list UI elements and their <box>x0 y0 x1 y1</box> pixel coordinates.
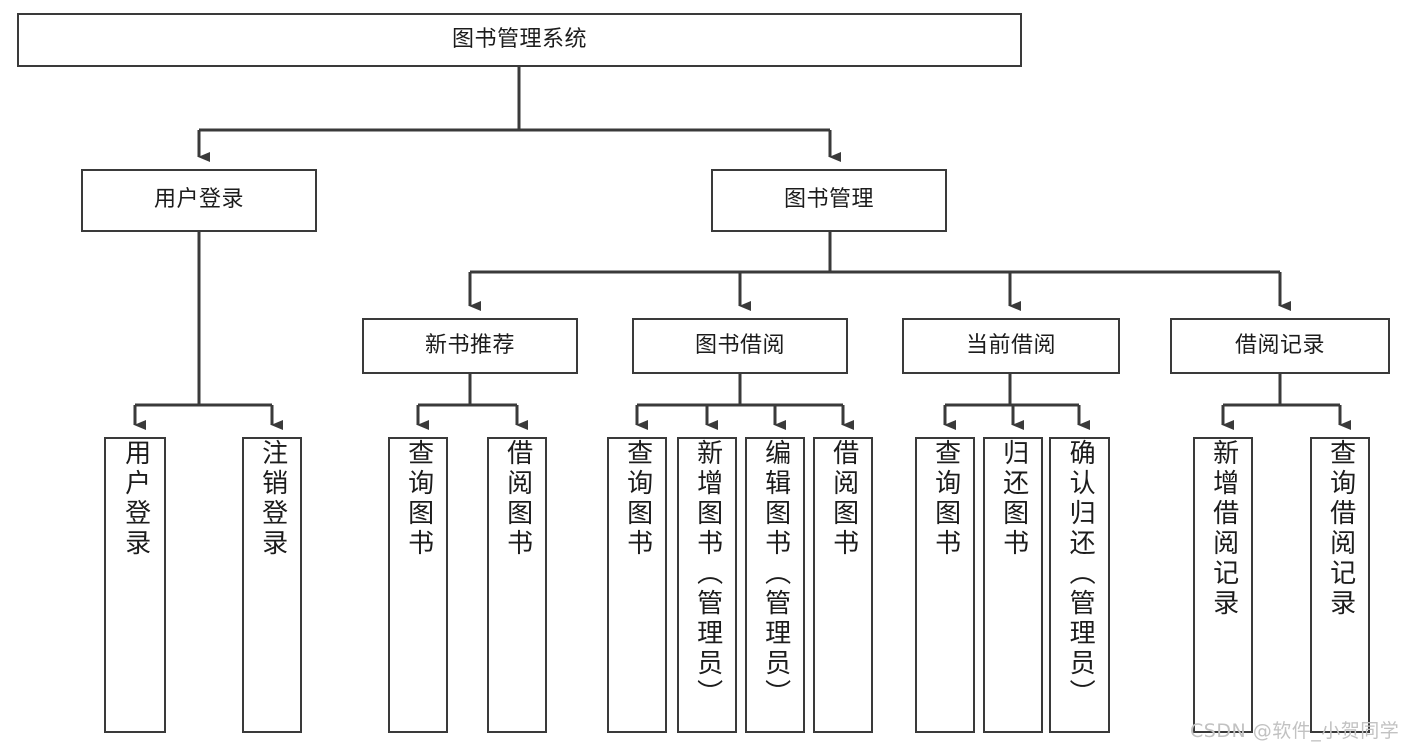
node-new-book-recommend[interactable]: 新书推荐 <box>362 318 578 374</box>
node-borrow-records[interactable]: 借阅记录 <box>1170 318 1390 374</box>
node-borrow-records-label: 借阅记录 <box>1234 332 1325 358</box>
leaf-logout-label: 注销登录 <box>257 439 288 559</box>
leaf-edit-book-admin-label: 编辑图书（管理员） <box>760 439 791 709</box>
leaf-add-book-admin-label: 新增图书（管理员） <box>692 439 723 709</box>
leaf-query-book-newbook-label: 查询图书 <box>403 439 434 559</box>
node-book-management[interactable]: 图书管理 <box>711 169 947 232</box>
leaf-borrow-book-newbook[interactable]: 借阅图书 <box>487 437 547 733</box>
node-book-management-label: 图书管理 <box>783 187 874 213</box>
leaf-confirm-return-admin-label: 确认归还（管理员） <box>1065 439 1096 709</box>
leaf-borrow-book-newbook-label: 借阅图书 <box>502 439 533 559</box>
leaf-query-borrow-record-label: 查询借阅记录 <box>1325 439 1356 619</box>
leaf-query-book-borrow[interactable]: 查询图书 <box>607 437 667 733</box>
node-root-label: 图书管理系统 <box>451 26 587 52</box>
leaf-user-login[interactable]: 用户登录 <box>104 437 166 733</box>
leaf-query-book-current[interactable]: 查询图书 <box>915 437 975 733</box>
watermark: CSDN @软件_小贺同学 <box>1190 720 1400 742</box>
node-user-login[interactable]: 用户登录 <box>81 169 317 232</box>
leaf-confirm-return-admin[interactable]: 确认归还（管理员） <box>1049 437 1110 733</box>
node-book-borrow[interactable]: 图书借阅 <box>632 318 848 374</box>
leaf-return-book[interactable]: 归还图书 <box>983 437 1043 733</box>
leaf-lend-book-label: 借阅图书 <box>828 439 859 559</box>
leaf-query-borrow-record[interactable]: 查询借阅记录 <box>1310 437 1370 733</box>
leaf-edit-book-admin[interactable]: 编辑图书（管理员） <box>745 437 805 733</box>
node-new-book-recommend-label: 新书推荐 <box>424 332 515 358</box>
leaf-query-book-current-label: 查询图书 <box>930 439 961 559</box>
node-root[interactable]: 图书管理系统 <box>17 13 1022 67</box>
leaf-return-book-label: 归还图书 <box>998 439 1029 559</box>
node-book-borrow-label: 图书借阅 <box>694 332 785 358</box>
node-current-borrow[interactable]: 当前借阅 <box>902 318 1120 374</box>
leaf-add-book-admin[interactable]: 新增图书（管理员） <box>677 437 737 733</box>
node-user-login-label: 用户登录 <box>153 187 244 213</box>
leaf-lend-book[interactable]: 借阅图书 <box>813 437 873 733</box>
leaf-add-borrow-record-label: 新增借阅记录 <box>1208 439 1239 619</box>
leaf-user-login-label: 用户登录 <box>120 439 151 559</box>
leaf-query-book-borrow-label: 查询图书 <box>622 439 653 559</box>
leaf-add-borrow-record[interactable]: 新增借阅记录 <box>1193 437 1253 733</box>
leaf-logout[interactable]: 注销登录 <box>242 437 302 733</box>
leaf-query-book-newbook[interactable]: 查询图书 <box>388 437 448 733</box>
node-current-borrow-label: 当前借阅 <box>965 332 1056 358</box>
